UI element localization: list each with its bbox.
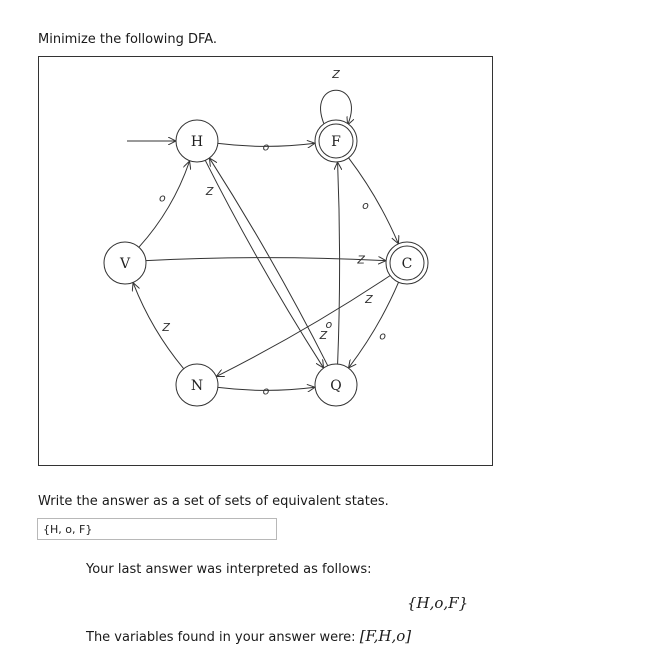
transition-arrow	[217, 275, 391, 376]
state-H: H	[175, 119, 219, 163]
transition-arrow	[210, 159, 329, 366]
interpreted-label: Your last answer was interpreted as foll…	[86, 562, 372, 577]
question-text: Minimize the following DFA.	[38, 32, 218, 47]
state-C: C	[385, 241, 429, 285]
state-label: H	[191, 134, 203, 150]
state-label: Q	[330, 378, 341, 394]
state-V: V	[103, 241, 147, 285]
transition-label: Z	[356, 254, 365, 267]
state-label: F	[331, 134, 341, 150]
state-N: N	[175, 363, 219, 407]
transition-F-C: o	[348, 157, 398, 243]
transition-Q-F: o	[326, 163, 340, 365]
state-circle	[385, 241, 429, 285]
state-F: F	[314, 119, 358, 163]
variables-label: The variables found in your answer were:	[86, 630, 356, 645]
state-circle	[314, 363, 358, 407]
transition-arrow	[145, 258, 385, 261]
state-label: V	[119, 256, 131, 272]
transition-arrow	[133, 284, 184, 369]
transition-N-Q: o	[217, 384, 314, 397]
instruction-text: Write the answer as a set of sets of equ…	[38, 494, 389, 509]
transition-label: Z	[364, 293, 373, 306]
transition-F-F: Z	[320, 68, 352, 124]
transition-label: o	[362, 199, 369, 212]
transition-label: Z	[205, 185, 214, 198]
transition-arrow	[217, 387, 314, 390]
transition-Q-H: Z	[210, 159, 329, 366]
transition-label: o	[379, 330, 386, 343]
transition-arrow	[338, 163, 340, 365]
transition-label: o	[263, 140, 270, 153]
transition-label: o	[326, 318, 333, 331]
transition-label: o	[263, 384, 270, 397]
state-circle	[314, 119, 358, 163]
state-circle	[175, 363, 219, 407]
transition-C-Q: o	[349, 282, 399, 367]
state-circle	[103, 241, 147, 285]
state-label: N	[191, 378, 203, 394]
transition-C-N: Z	[217, 275, 391, 376]
transition-arrow	[138, 162, 189, 248]
transition-H-Q: Z	[204, 160, 323, 367]
transition-H-F: o	[217, 140, 314, 153]
interpreted-value: {H,o,F}	[407, 594, 469, 612]
transition-V-C: Z	[145, 254, 385, 267]
transition-N-V: Z	[133, 284, 184, 369]
state-circle	[175, 119, 219, 163]
answer-input[interactable]	[37, 518, 277, 540]
accepting-ring	[389, 245, 425, 281]
transition-arrow	[217, 143, 314, 146]
transition-arrow	[320, 89, 352, 124]
state-label: C	[402, 256, 413, 272]
state-Q: Q	[314, 363, 358, 407]
transition-label: Z	[319, 329, 328, 342]
transition-label: o	[159, 192, 166, 205]
transition-label: Z	[331, 68, 340, 81]
transition-label: Z	[161, 321, 170, 334]
variables-value: [F,H,o]	[359, 627, 412, 645]
accepting-ring	[318, 123, 354, 159]
variables-line: The variables found in your answer were:…	[86, 627, 411, 645]
transition-arrow	[348, 157, 398, 243]
transition-arrow	[204, 160, 323, 367]
transition-V-H: o	[138, 162, 189, 248]
transition-arrow	[349, 282, 399, 367]
